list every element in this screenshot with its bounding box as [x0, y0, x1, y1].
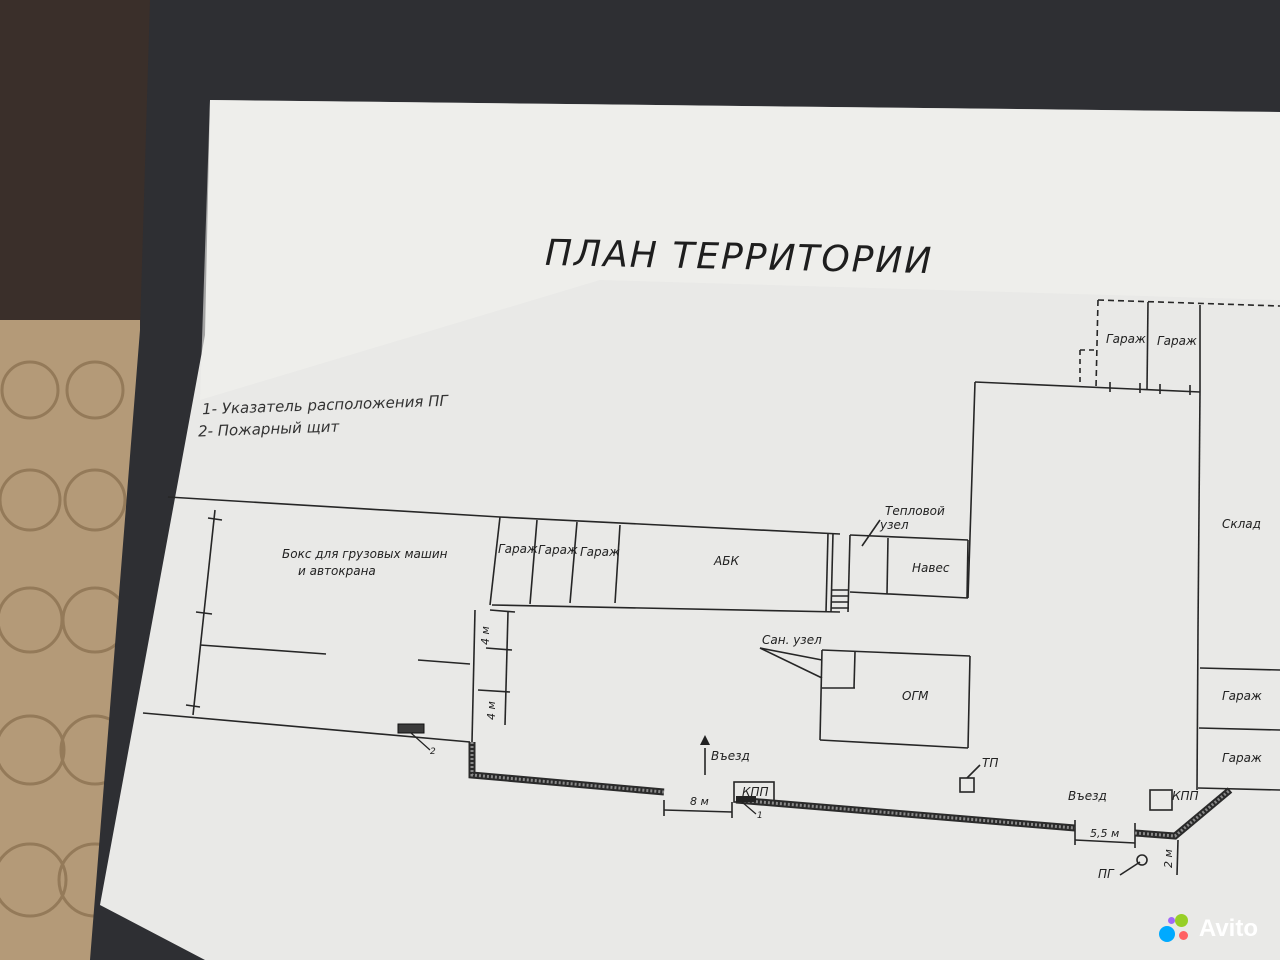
garage-label-top-1: Гараж: [1106, 332, 1146, 346]
paper-highlight: [200, 100, 1280, 400]
garage-label-right-1: Гараж: [1222, 689, 1262, 703]
room-naves-label: Навес: [912, 561, 950, 575]
avito-watermark: Avito: [1158, 914, 1258, 944]
perimeter-fence: [468, 735, 1233, 840]
floor-tile-pattern: [0, 360, 133, 918]
dimension-5-5m: 5,5 м: [1090, 827, 1120, 840]
avito-logo-text: Avito: [1198, 915, 1258, 942]
entry-label-1: Въезд: [711, 749, 750, 763]
plan-title: ПЛАН ТЕРРИТОРИИ: [544, 232, 934, 283]
kpp-label-1: КПП: [742, 785, 769, 799]
avito-logo-icon: [1158, 914, 1193, 944]
room-box-label-2: и автокрана: [298, 564, 376, 578]
dimension-8m: 8 м: [690, 795, 709, 808]
kpp-label-2: КПП: [1172, 789, 1199, 803]
garage-label-1: Гараж: [498, 542, 538, 556]
heat-node-label-2: узел: [880, 518, 909, 532]
fire-shield-symbol: [397, 723, 425, 734]
room-box-label: Бокс для грузовых машин: [282, 547, 448, 561]
marker-two: 2: [430, 747, 436, 757]
garage-label-top-2: Гараж: [1157, 334, 1197, 348]
pg-label: ПГ: [1098, 867, 1114, 881]
garage-label-right-2: Гараж: [1222, 751, 1262, 765]
room-sklad-label: Склад: [1222, 517, 1261, 531]
tp-label: ТП: [982, 756, 999, 770]
garage-label-3: Гараж: [580, 545, 620, 559]
dimension-4m-bottom: 4 м: [485, 701, 498, 720]
plan-lines: [142, 299, 1280, 876]
room-abk-label: АБК: [714, 554, 739, 568]
dimension-4m-top: 4 м: [479, 626, 492, 645]
entry-label-2: Въезд: [1068, 789, 1107, 803]
marker-one: 1: [757, 811, 763, 821]
room-ogm-label: ОГМ: [902, 689, 929, 703]
garage-label-2: Гараж: [538, 543, 578, 557]
san-node-label: Сан. узел: [762, 633, 822, 647]
heat-node-label-1: Тепловой: [885, 504, 945, 518]
dimension-2m: 2 м: [1162, 849, 1175, 868]
